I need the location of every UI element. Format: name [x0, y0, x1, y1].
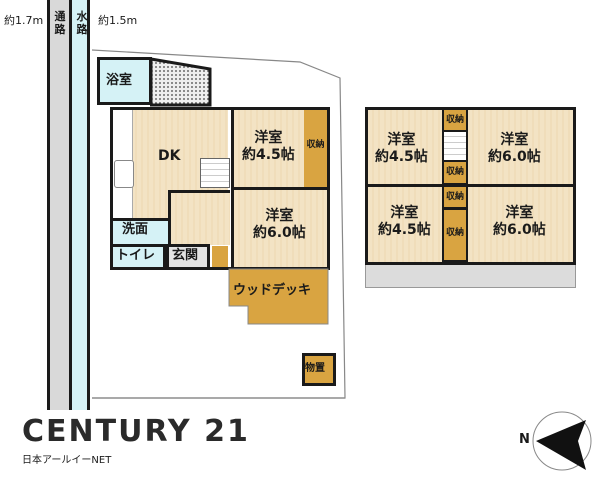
waterway-label: 水路 [76, 10, 88, 37]
room-br [468, 187, 573, 262]
room-tr-label: 洋室約6.0帖 [488, 132, 541, 165]
hallway [168, 190, 230, 245]
north-label: N [519, 432, 530, 447]
storage-2-1-label: 収納 [445, 115, 464, 125]
washroom-label: 洗面 [122, 222, 149, 237]
storage-2-4-label: 収納 [445, 228, 464, 238]
room-br-label: 洋室約6.0帖 [493, 205, 546, 238]
shed-label: 物置 [305, 363, 325, 374]
waterway-strip [72, 0, 90, 410]
hatched-area [150, 57, 212, 107]
storage-2-2-label: 収納 [445, 167, 464, 177]
shed [302, 353, 336, 386]
wall-divider [231, 187, 330, 190]
stairs-f2-icon [444, 132, 466, 160]
storage-f1 [304, 110, 327, 187]
storage-2-3-label: 収納 [445, 192, 464, 202]
wood-deck [228, 268, 329, 325]
bath-label: 浴室 [106, 73, 133, 88]
room-6-0-f1-label: 洋室約6.0帖 [253, 208, 306, 241]
room-bl [368, 187, 442, 262]
room-tl [368, 110, 442, 184]
bath-room [97, 57, 152, 105]
entrance [166, 244, 210, 270]
entrance-label: 玄関 [172, 248, 199, 263]
room-6-0-f1 [231, 190, 327, 267]
deck-label: ウッドデッキ [233, 283, 312, 298]
room-tr [468, 110, 573, 184]
dk-label: DK [158, 148, 181, 164]
toilet [110, 244, 166, 270]
storage-2-3 [444, 187, 466, 207]
storage-2-1 [444, 110, 466, 130]
century21-logo: CENTURY 21 [22, 414, 250, 449]
right-width-label: 約1.5m [98, 14, 138, 27]
company-name: 日本アールイーNET [22, 455, 112, 466]
floor2-hwall [368, 184, 573, 187]
storage-f1-label: 収納 [306, 140, 325, 150]
washroom [113, 218, 168, 244]
compass-icon [532, 411, 592, 471]
left-width-label: 約1.7m [4, 14, 44, 27]
balcony [365, 264, 576, 288]
storage-2-2 [444, 162, 466, 183]
stairs-icon [200, 158, 230, 188]
shoe-storage [212, 246, 228, 267]
room-bl-label: 洋室約4.5帖 [378, 205, 431, 238]
passage-strip [47, 0, 72, 410]
room-4-5-f1 [231, 110, 304, 187]
sink-icon [114, 160, 134, 188]
toilet-label: トイレ [116, 248, 156, 263]
storage-2-4 [444, 210, 466, 260]
room-tl-label: 洋室約4.5帖 [375, 132, 428, 165]
room-4-5-f1-label: 洋室約4.5帖 [242, 130, 295, 163]
passage-label: 通路 [54, 10, 66, 37]
